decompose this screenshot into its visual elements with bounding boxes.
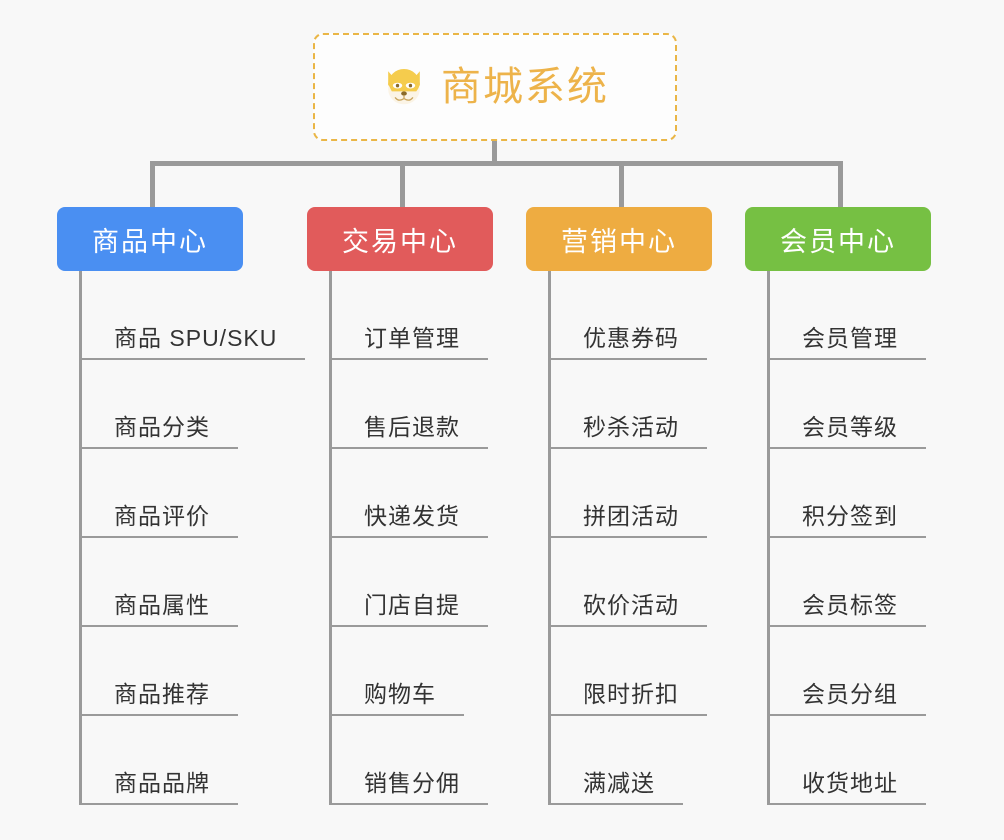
- leaf-item[interactable]: 收货地址: [770, 716, 931, 805]
- leaf-label: 砍价活动: [551, 592, 707, 627]
- connector-trunk: [492, 141, 497, 165]
- leaf-label: 商品属性: [82, 592, 238, 627]
- leaf-item[interactable]: 会员分组: [770, 627, 931, 716]
- leaf-item[interactable]: 秒杀活动: [551, 360, 712, 449]
- leaf-item[interactable]: 售后退款: [332, 360, 493, 449]
- leaf-item[interactable]: 销售分佣: [332, 716, 493, 805]
- leaf-list-4: 会员管理 会员等级 积分签到 会员标签 会员分组 收货地址: [767, 271, 931, 805]
- leaf-item[interactable]: 限时折扣: [551, 627, 712, 716]
- leaf-label: 售后退款: [332, 414, 488, 449]
- leaf-label: 销售分佣: [332, 770, 488, 805]
- root-node[interactable]: 商城系统: [313, 33, 677, 141]
- branch-title-4: 会员中心: [780, 226, 896, 257]
- leaf-item[interactable]: 商品属性: [82, 538, 243, 627]
- branch-title-2: 交易中心: [342, 226, 458, 257]
- leaf-item[interactable]: 订单管理: [332, 271, 493, 360]
- branch-column-1: 商品中心 商品 SPU/SKU 商品分类 商品评价 商品属性 商品推荐 商品品牌: [57, 207, 306, 805]
- branch-header-3[interactable]: 营销中心: [526, 207, 712, 271]
- leaf-label: 门店自提: [332, 592, 488, 627]
- leaf-item[interactable]: 快递发货: [332, 449, 493, 538]
- leaf-label: 限时折扣: [551, 681, 707, 716]
- connector-drop-4: [838, 161, 843, 209]
- leaf-label: 商品推荐: [82, 681, 238, 716]
- leaf-label: 商品分类: [82, 414, 238, 449]
- leaf-item[interactable]: 砍价活动: [551, 538, 712, 627]
- leaf-list-1: 商品 SPU/SKU 商品分类 商品评价 商品属性 商品推荐 商品品牌: [79, 271, 306, 805]
- leaf-item[interactable]: 商品 SPU/SKU: [82, 271, 306, 360]
- leaf-label: 会员等级: [770, 414, 926, 449]
- leaf-label: 商品评价: [82, 503, 238, 538]
- leaf-label: 商品品牌: [82, 770, 238, 805]
- leaf-item[interactable]: 会员管理: [770, 271, 931, 360]
- leaf-label: 满减送: [551, 770, 683, 805]
- leaf-label: 会员分组: [770, 681, 926, 716]
- leaf-item[interactable]: 商品推荐: [82, 627, 243, 716]
- leaf-label: 购物车: [332, 681, 464, 716]
- leaf-list-3: 优惠券码 秒杀活动 拼团活动 砍价活动 限时折扣 满减送: [548, 271, 712, 805]
- leaf-label: 拼团活动: [551, 503, 707, 538]
- leaf-label: 积分签到: [770, 503, 926, 538]
- leaf-item[interactable]: 购物车: [332, 627, 493, 716]
- leaf-item[interactable]: 门店自提: [332, 538, 493, 627]
- leaf-item[interactable]: 商品评价: [82, 449, 243, 538]
- branch-title-3: 营销中心: [561, 226, 677, 257]
- branch-header-2[interactable]: 交易中心: [307, 207, 493, 271]
- dog-face-icon: [381, 64, 427, 110]
- connector-drop-2: [400, 161, 405, 209]
- leaf-item[interactable]: 拼团活动: [551, 449, 712, 538]
- leaf-item[interactable]: 积分签到: [770, 449, 931, 538]
- connector-drop-1: [150, 161, 155, 209]
- branch-header-4[interactable]: 会员中心: [745, 207, 931, 271]
- leaf-item[interactable]: 满减送: [551, 716, 712, 805]
- root-title: 商城系统: [441, 65, 609, 109]
- branch-column-4: 会员中心 会员管理 会员等级 积分签到 会员标签 会员分组 收货地址: [745, 207, 931, 805]
- branch-header-1[interactable]: 商品中心: [57, 207, 243, 271]
- leaf-item[interactable]: 商品品牌: [82, 716, 243, 805]
- leaf-label: 会员标签: [770, 592, 926, 627]
- leaf-label: 收货地址: [770, 770, 926, 805]
- leaf-item[interactable]: 商品分类: [82, 360, 243, 449]
- leaf-label: 会员管理: [770, 325, 926, 360]
- branch-column-3: 营销中心 优惠券码 秒杀活动 拼团活动 砍价活动 限时折扣 满减送: [526, 207, 712, 805]
- leaf-label: 订单管理: [332, 325, 488, 360]
- leaf-item[interactable]: 会员等级: [770, 360, 931, 449]
- connector-drop-3: [619, 161, 624, 209]
- leaf-label: 商品 SPU/SKU: [82, 325, 306, 360]
- leaf-label: 秒杀活动: [551, 414, 707, 449]
- leaf-list-2: 订单管理 售后退款 快递发货 门店自提 购物车 销售分佣: [329, 271, 493, 805]
- leaf-label: 优惠券码: [551, 325, 707, 360]
- leaf-label: 快递发货: [332, 503, 488, 538]
- leaf-item[interactable]: 会员标签: [770, 538, 931, 627]
- leaf-item[interactable]: 优惠券码: [551, 271, 712, 360]
- branch-column-2: 交易中心 订单管理 售后退款 快递发货 门店自提 购物车 销售分佣: [307, 207, 493, 805]
- connector-crossbar: [150, 161, 840, 166]
- branch-title-1: 商品中心: [92, 226, 208, 257]
